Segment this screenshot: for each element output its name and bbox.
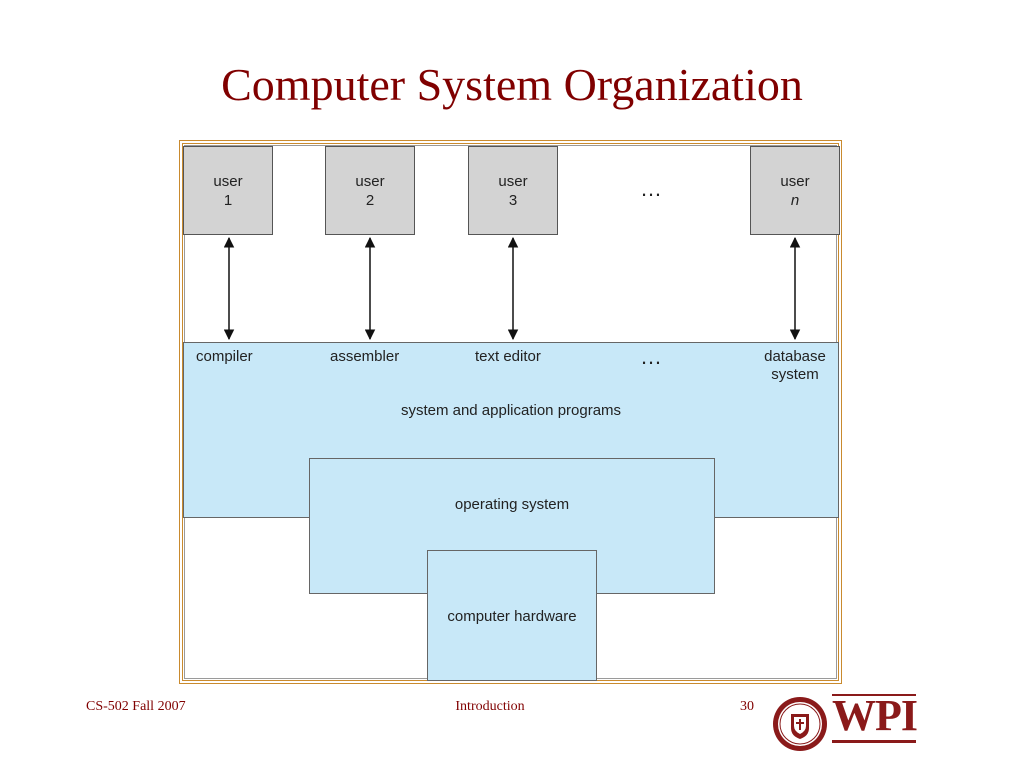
footer-course: CS-502 Fall 2007 <box>86 699 186 714</box>
apps-layer-label: system and application programs <box>400 402 622 419</box>
user-box-n: user n <box>750 146 840 235</box>
program-database-system: database system <box>752 348 838 383</box>
slide-title: Computer System Organization <box>221 59 803 110</box>
program-text-editor: text editor <box>475 348 541 365</box>
program-ellipsis: … <box>640 344 663 369</box>
user-box-2: user 2 <box>325 146 415 235</box>
hardware-layer-label: computer hardware <box>447 608 577 625</box>
user-box-label: user <box>355 172 385 190</box>
program-database-line1: database <box>764 348 826 365</box>
user-box-label: user <box>213 172 243 190</box>
user-box-label: user <box>780 172 810 190</box>
footer-section: Introduction <box>455 699 525 714</box>
user-box-3: user 3 <box>468 146 558 235</box>
user-box-number: n <box>790 191 800 209</box>
user-box-number: 1 <box>223 191 233 209</box>
user-ellipsis: … <box>640 176 663 201</box>
program-database-line2: system <box>771 366 819 383</box>
wpi-seal-icon <box>773 697 827 751</box>
program-assembler: assembler <box>330 348 400 365</box>
user-box-number: 2 <box>365 191 375 209</box>
wpi-logo: WPI <box>832 691 918 740</box>
wpi-logo-bottom-rule <box>832 740 916 743</box>
footer-page-number: 30 <box>740 699 754 714</box>
wpi-logo-top-rule <box>832 694 916 696</box>
hardware-layer <box>427 550 597 681</box>
user-box-1: user 1 <box>183 146 273 235</box>
program-compiler: compiler <box>196 348 253 365</box>
os-layer-label: operating system <box>454 496 570 513</box>
user-box-label: user <box>498 172 528 190</box>
user-box-number: 3 <box>508 191 518 209</box>
